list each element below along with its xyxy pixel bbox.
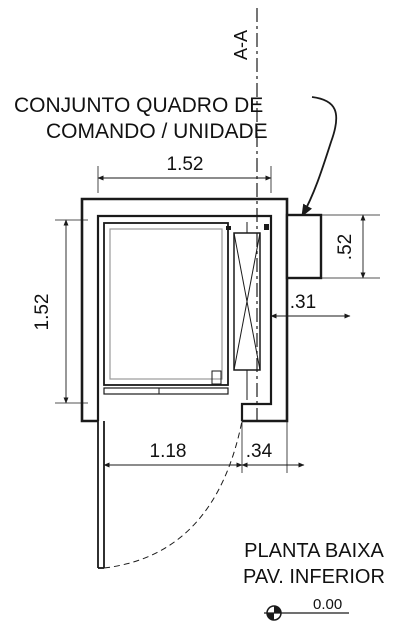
dimension-left-height-value: 1.52: [32, 294, 53, 331]
control-panel-box: [285, 213, 323, 280]
level-marker: 0.00: [264, 596, 349, 621]
door-swing-arc: [103, 420, 243, 569]
dimension-box-height-value: .52: [335, 234, 356, 260]
dimension-box-height: .52: [322, 214, 380, 279]
counterweight: [233, 222, 261, 400]
dimension-box-offset-value: .31: [290, 292, 316, 313]
title-line-2: PAV. INFERIOR: [243, 566, 385, 588]
dimension-door-width-value: 1.18: [150, 441, 187, 462]
cab-sill: [103, 387, 229, 395]
dimension-door-side-value: .34: [246, 441, 273, 462]
shaft-walls: [80, 197, 289, 423]
dimension-box-offset: .31: [270, 292, 351, 319]
guide-rails: [226, 224, 269, 230]
dimension-top-width: 1.52: [97, 154, 272, 193]
dimension-door-side: .34: [241, 421, 305, 473]
car-operating-panel: [211, 370, 222, 385]
callout: CONJUNTO QUADRO DE COMANDO / UNIDADE: [14, 94, 338, 218]
level-value: 0.00: [313, 596, 342, 613]
callout-line-1: CONJUNTO QUADRO DE: [14, 94, 263, 117]
dimension-top-width-value: 1.52: [167, 154, 204, 175]
dimension-door-width: 1.18: [103, 421, 243, 473]
section-label: A-A: [231, 30, 251, 60]
title-line-1: PLANTA BAIXA: [244, 540, 384, 562]
landing-door: [97, 420, 243, 569]
callout-leader: [301, 96, 338, 218]
drawing-title: PLANTA BAIXA PAV. INFERIOR: [243, 540, 385, 588]
elevator-cab: [103, 222, 229, 395]
dimension-left-height: 1.52: [32, 219, 88, 404]
callout-line-2: COMANDO / UNIDADE: [46, 120, 268, 143]
